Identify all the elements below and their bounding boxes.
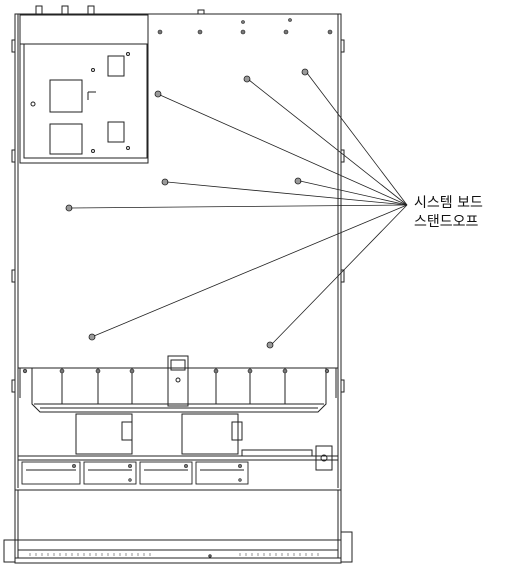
chassis-outline: [11, 5, 345, 491]
callout-line-2: 스탠드오프: [414, 214, 479, 230]
callout-line-1: 시스템 보드: [414, 195, 483, 211]
standoff: [154, 90, 162, 98]
front-bezel: [3, 489, 353, 564]
fan-post-screws: [22, 368, 330, 374]
pci-riser-cage: [19, 14, 149, 164]
fan-bay: [18, 355, 338, 413]
front-vent-slots: [29, 553, 319, 558]
rear-screw-row: [157, 18, 333, 35]
standoff: [243, 75, 251, 83]
drive-carrier-dots: [71, 463, 243, 482]
standoff: [88, 333, 96, 341]
system-board-standoffs: [65, 68, 309, 349]
callout-leader-lines: [70, 72, 408, 345]
drive-carriers: [21, 461, 249, 485]
standoffs-callout-label: 시스템 보드 스탠드오프: [414, 194, 504, 232]
standoff: [266, 341, 274, 349]
drive-backplane: [18, 413, 338, 471]
standoff: [301, 68, 309, 76]
